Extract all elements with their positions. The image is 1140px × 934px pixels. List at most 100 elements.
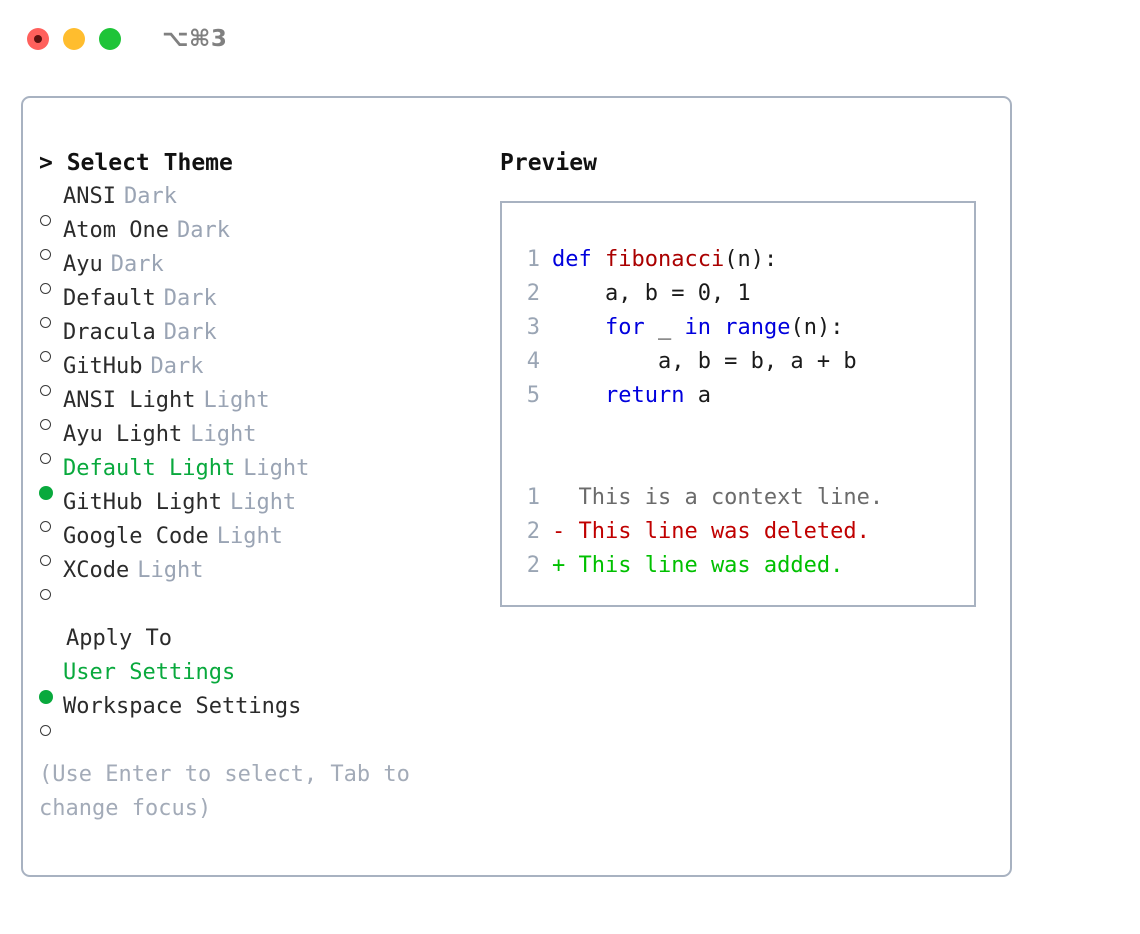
theme-picker-header: > Select Theme xyxy=(39,150,233,176)
theme-item-label: Ayu Light xyxy=(63,422,183,447)
theme-variant-tag: Light xyxy=(229,490,297,515)
radio-mark xyxy=(39,690,53,704)
theme-variant-tag: Dark xyxy=(163,286,217,311)
code-text: a, b = 0, 1 xyxy=(552,277,751,311)
diff-line-del: 2 - This line was deleted. xyxy=(514,515,966,549)
code-plain: a, b = 0, 1 xyxy=(552,281,751,306)
keyboard-hint: (Use Enter to select, Tab to change focu… xyxy=(39,762,410,821)
code-plain: (n): xyxy=(790,315,844,340)
code-keyword: for xyxy=(604,315,645,340)
line-number: 2 xyxy=(526,519,540,544)
diff-line-add: 2 + This line was added. xyxy=(514,549,966,583)
theme-item-label: Atom One xyxy=(63,218,169,243)
radio-mark xyxy=(40,249,51,260)
theme-item[interactable]: ANSI Light Light xyxy=(39,384,479,430)
code-line: 3 for _ in range(n): xyxy=(514,311,966,345)
theme-variant-tag: Dark xyxy=(176,218,230,243)
title-bar: ⌥⌘3 xyxy=(0,0,1140,78)
diff-text: + This line was added. xyxy=(552,553,844,578)
code-text: a, b = b, a + b xyxy=(552,345,857,379)
theme-item-label: Google Code xyxy=(63,524,209,549)
minimize-button-icon[interactable] xyxy=(63,28,85,50)
code-plain: a xyxy=(684,383,711,408)
code-text: def fibonacci(n): xyxy=(552,243,777,277)
maximize-button-icon[interactable] xyxy=(99,28,121,50)
theme-item[interactable]: Ayu Light Light xyxy=(39,418,479,464)
code-keyword: def xyxy=(552,247,605,272)
code-keyword: in range xyxy=(684,315,791,340)
code-line: 4 a, b = b, a + b xyxy=(514,345,966,379)
theme-item[interactable]: ANSI Dark xyxy=(39,180,479,226)
apply-to-item[interactable]: User Settings xyxy=(39,656,479,704)
diff-text: - This line was deleted. xyxy=(552,519,870,544)
radio-mark xyxy=(40,555,51,566)
apply-to-item-label: User Settings xyxy=(63,660,236,685)
theme-variant-tag: Dark xyxy=(163,320,217,345)
code-keyword: return xyxy=(604,383,685,408)
traffic-lights xyxy=(27,28,121,50)
theme-item[interactable]: Dracula Dark xyxy=(39,316,479,362)
radio-mark xyxy=(40,283,51,294)
theme-variant-tag: Light xyxy=(190,422,257,447)
apply-to-label: Apply To xyxy=(66,626,172,651)
line-number: 1 xyxy=(526,485,540,510)
preview-title: Preview xyxy=(500,150,597,176)
window-title: ⌥⌘3 xyxy=(162,26,228,52)
radio-mark xyxy=(40,419,51,430)
radio-mark xyxy=(40,317,51,328)
code-line: 5 return a xyxy=(514,379,966,413)
theme-variant-tag: Light xyxy=(203,388,270,413)
apply-to-item[interactable]: Workspace Settings xyxy=(39,690,479,736)
close-button-icon[interactable] xyxy=(27,28,49,50)
radio-mark xyxy=(40,725,51,736)
theme-item-label: Dracula xyxy=(63,320,156,345)
code-line: 2 a, b = 0, 1 xyxy=(514,277,966,311)
line-number: 2 xyxy=(526,553,540,578)
theme-item[interactable]: GitHub Light Light xyxy=(39,486,479,532)
theme-variant-tag: Dark xyxy=(123,184,177,209)
spacer xyxy=(514,447,966,481)
line-number: 1 xyxy=(526,247,540,272)
theme-item[interactable]: Default Dark xyxy=(39,282,479,328)
theme-item-label: GitHub Light xyxy=(63,490,222,515)
radio-mark xyxy=(40,351,51,362)
theme-item-label: Ayu xyxy=(63,252,103,277)
theme-item-label: ANSI Light xyxy=(63,388,196,413)
apply-to-item-label: Workspace Settings xyxy=(63,694,302,719)
theme-variant-tag: Light xyxy=(137,558,204,583)
radio-mark xyxy=(40,215,51,226)
theme-item[interactable]: Ayu Dark xyxy=(39,248,479,294)
theme-item-label: Default xyxy=(63,286,156,311)
radio-mark xyxy=(40,453,51,464)
code-plain xyxy=(552,383,605,408)
diff-text: This is a context line. xyxy=(552,485,884,510)
theme-item-label: ANSI xyxy=(63,184,116,209)
code-text: return a xyxy=(552,379,711,413)
radio-mark xyxy=(40,521,51,532)
diff-line-ctx: 1 This is a context line. xyxy=(514,481,966,515)
code-text: for _ in range(n): xyxy=(552,311,843,345)
theme-variant-tag: Dark xyxy=(110,252,164,277)
radio-mark xyxy=(39,486,53,500)
theme-item[interactable]: Atom One Dark xyxy=(39,214,479,260)
code-plain: (n): xyxy=(724,247,778,272)
code-function-name: fibonacci xyxy=(604,247,725,272)
code-plain xyxy=(552,315,605,340)
code-plain: a, b = b, a + b xyxy=(552,349,857,374)
line-number: 5 xyxy=(526,383,540,408)
radio-mark xyxy=(40,385,51,396)
theme-item-label: Default Light xyxy=(63,456,236,481)
theme-variant-tag: Dark xyxy=(150,354,204,379)
radio-mark xyxy=(40,589,51,600)
